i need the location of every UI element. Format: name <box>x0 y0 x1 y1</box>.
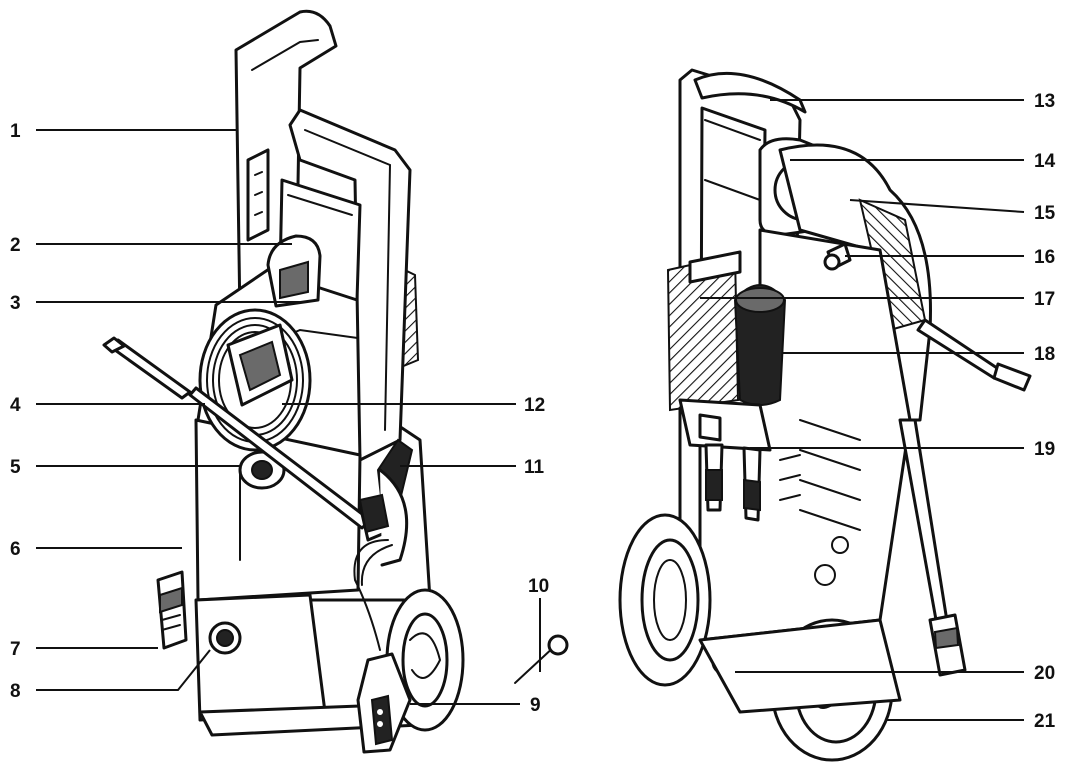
callout-10: 10 <box>528 576 549 597</box>
callout-4: 4 <box>10 395 21 416</box>
rear-lance <box>916 318 1002 380</box>
inlet-filter <box>514 634 569 684</box>
callout-19: 19 <box>1034 439 1055 460</box>
accessory-holder <box>678 398 772 452</box>
rear-view-pressure-washer <box>618 68 1032 762</box>
front-view-pressure-washer <box>102 9 569 754</box>
callout-12: 12 <box>524 395 545 416</box>
callout-11: 11 <box>524 457 545 478</box>
carry-handle <box>693 71 807 114</box>
callout-6: 6 <box>10 539 21 560</box>
rear-lance-lower <box>898 418 952 644</box>
callout-13: 13 <box>1034 91 1055 112</box>
callout-5: 5 <box>10 457 21 478</box>
callout-20: 20 <box>1034 663 1055 684</box>
callout-14: 14 <box>1034 151 1056 172</box>
callout-7: 7 <box>10 639 21 660</box>
callout-15: 15 <box>1034 203 1056 224</box>
callout-labels: 1 2 3 4 5 6 7 8 9 10 11 12 13 14 15 16 1… <box>10 91 1056 732</box>
callout-21: 21 <box>1034 711 1056 732</box>
leader-lines <box>36 99 1025 721</box>
callout-1: 1 <box>10 121 21 142</box>
spray-gun <box>358 438 414 567</box>
rear-left-wheel <box>618 513 712 687</box>
callout-17: 17 <box>1034 289 1055 310</box>
front-frame <box>288 108 412 462</box>
callout-2: 2 <box>10 235 21 256</box>
callout-3: 3 <box>10 293 21 314</box>
callout-16: 16 <box>1034 247 1055 268</box>
callout-18: 18 <box>1034 344 1055 365</box>
callout-9: 9 <box>530 695 541 716</box>
callout-8: 8 <box>10 681 21 702</box>
